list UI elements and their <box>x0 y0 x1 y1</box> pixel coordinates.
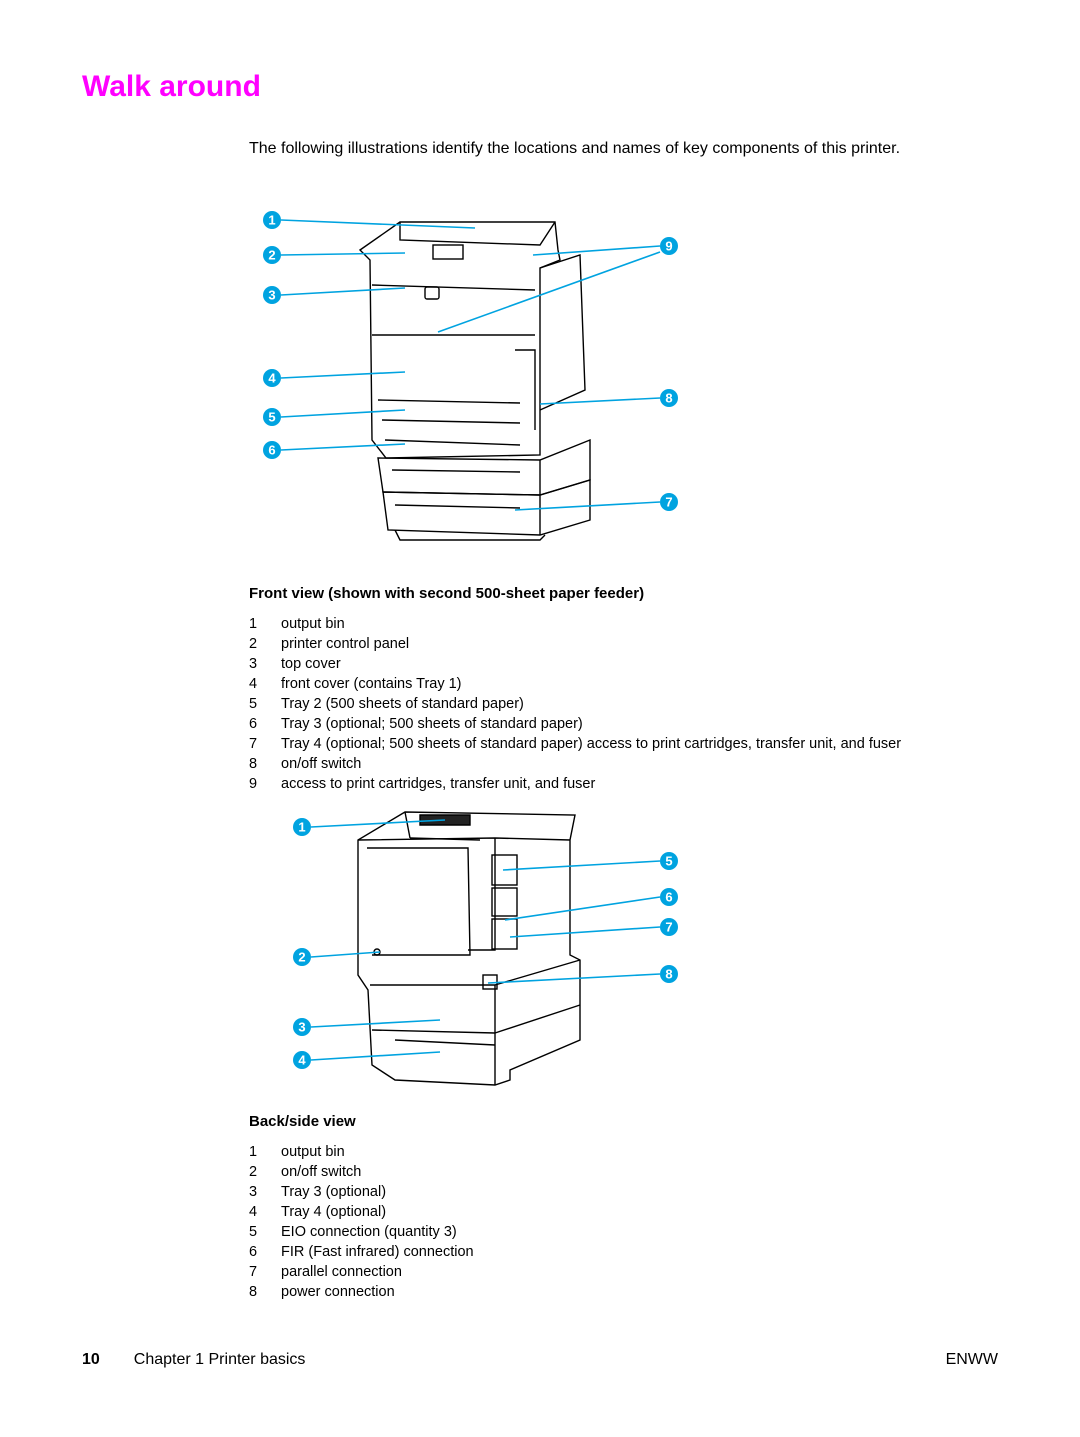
page-footer: 10 Chapter 1 Printer basics ENWW <box>82 1351 998 1369</box>
back-callout-8: 8 <box>665 967 672 982</box>
front-callout-5: 5 <box>268 410 275 425</box>
chapter-label: Chapter 1 Printer basics <box>133 1351 306 1368</box>
back-callout-1: 1 <box>298 820 305 835</box>
back-callout-4: 4 <box>298 1053 306 1068</box>
page-number: 10 <box>82 1351 100 1368</box>
back-callout-2: 2 <box>298 950 305 965</box>
front-callout-8: 8 <box>665 391 672 406</box>
intro-paragraph: The following illustrations identify the… <box>249 140 901 157</box>
front-callout-7: 7 <box>665 495 672 510</box>
front-callout-9: 9 <box>665 239 672 254</box>
front-view-caption: Front view (shown with second 500-sheet … <box>249 585 645 602</box>
back-callout-7: 7 <box>665 920 672 935</box>
front-callout-1: 1 <box>268 213 275 228</box>
back-callout-6: 6 <box>665 890 672 905</box>
back-view-illustration: 1 2 3 4 5 6 7 8 <box>293 811 678 1086</box>
footer-right: ENWW <box>945 1351 998 1368</box>
front-callout-2: 2 <box>268 248 275 263</box>
front-view-illustration: 1 2 3 4 5 6 7 8 9 <box>263 211 678 541</box>
back-view-caption: Back/side view <box>249 1113 356 1130</box>
front-callout-6: 6 <box>268 443 275 458</box>
back-callout-5: 5 <box>665 854 672 869</box>
footer-left: 10 Chapter 1 Printer basics <box>82 1351 305 1369</box>
page-title: Walk around <box>82 70 261 103</box>
front-callout-3: 3 <box>268 288 275 303</box>
front-callout-4: 4 <box>268 371 276 386</box>
back-callout-3: 3 <box>298 1020 305 1035</box>
